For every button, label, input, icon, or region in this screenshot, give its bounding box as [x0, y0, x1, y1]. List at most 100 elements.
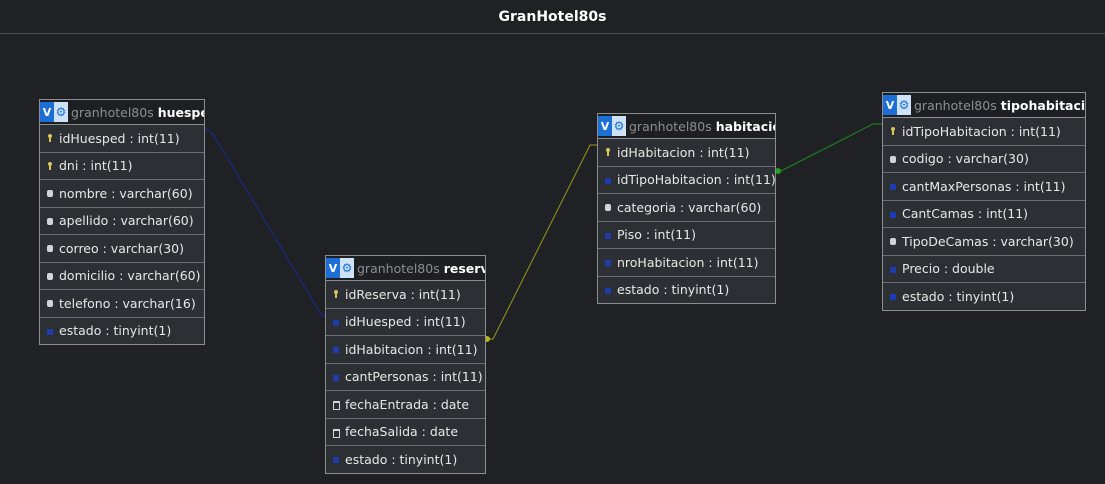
table-name: habitacion: [715, 118, 775, 134]
numeric-icon: [602, 256, 614, 268]
field-label: CantCamas : int(11): [902, 206, 1029, 222]
field-label: idHuesped : int(11): [59, 130, 180, 146]
numeric-icon: [887, 208, 899, 220]
field-icon: [44, 297, 56, 309]
field-row[interactable]: telefono : varchar(16): [40, 290, 204, 318]
field-label: cantPersonas : int(11): [345, 369, 483, 385]
diagram-title: GranHotel80s: [0, 0, 1105, 34]
numeric-icon: [602, 284, 614, 296]
view-icon: V: [883, 95, 897, 115]
field-label: nombre : varchar(60): [59, 185, 193, 201]
numeric-icon: [887, 290, 899, 302]
field-row[interactable]: categoria : varchar(60): [598, 194, 775, 222]
field-icon: [44, 215, 56, 227]
field-row[interactable]: idHabitacion : int(11): [598, 139, 775, 167]
numeric-icon: [887, 180, 899, 192]
field-icon: [602, 201, 614, 213]
field-label: TipoDeCamas : varchar(30): [902, 233, 1074, 249]
field-row[interactable]: fechaEntrada : date: [326, 391, 485, 419]
schema-name: granhotel80s: [629, 118, 712, 134]
numeric-icon: [330, 371, 342, 383]
field-row[interactable]: estado : tinyint(1): [40, 318, 204, 345]
view-icon: V: [598, 116, 612, 136]
table-name: reserva: [443, 260, 485, 276]
relation-habitacion-tipohabitacion: [776, 123, 882, 172]
table-badge-icon: V ⚙: [326, 257, 354, 279]
field-icon: [887, 235, 899, 247]
field-icon: [44, 187, 56, 199]
field-row[interactable]: nroHabitacion : int(11): [598, 249, 775, 277]
numeric-icon: [602, 174, 614, 186]
field-label: idReserva : int(11): [345, 286, 461, 302]
field-row[interactable]: domicilio : varchar(60): [40, 263, 204, 290]
relation-end-habitacion: [775, 168, 781, 174]
field-row[interactable]: TipoDeCamas : varchar(30): [883, 228, 1085, 256]
field-icon: [887, 153, 899, 165]
key-icon: [330, 288, 342, 300]
relation-reserva-habitacion: [486, 144, 597, 340]
field-row[interactable]: idHabitacion : int(11): [326, 336, 485, 364]
field-label: codigo : varchar(30): [902, 151, 1029, 167]
field-label: apellido : varchar(60): [59, 213, 194, 229]
field-row[interactable]: codigo : varchar(30): [883, 146, 1085, 173]
field-label: idHuesped : int(11): [345, 314, 466, 330]
field-row[interactable]: correo : varchar(30): [40, 235, 204, 263]
key-icon: [887, 125, 899, 137]
gear-icon: ⚙: [897, 95, 911, 115]
table-header[interactable]: V ⚙ granhotel80s reserva: [326, 256, 485, 281]
field-row[interactable]: estado : tinyint(1): [598, 277, 775, 304]
date-icon: [330, 426, 342, 438]
field-row[interactable]: idReserva : int(11): [326, 281, 485, 309]
key-icon: [44, 160, 56, 172]
field-row[interactable]: cantPersonas : int(11): [326, 364, 485, 391]
field-row[interactable]: idHuesped : int(11): [40, 125, 204, 153]
field-row[interactable]: dni : int(11): [40, 153, 204, 180]
table-huesped[interactable]: V ⚙ granhotel80s huesped idHuesped : int…: [39, 99, 205, 345]
field-row[interactable]: idTipoHabitacion : int(11): [598, 167, 776, 194]
field-row[interactable]: CantCamas : int(11): [883, 201, 1085, 228]
schema-name: granhotel80s: [914, 97, 997, 113]
numeric-icon: [330, 316, 342, 328]
field-row[interactable]: cantMaxPersonas : int(11): [883, 173, 1085, 201]
field-row[interactable]: nombre : varchar(60): [40, 180, 204, 208]
field-label: estado : tinyint(1): [59, 323, 172, 339]
table-tipohabitacion[interactable]: V ⚙ granhotel80s tipohabitacion idTipoHa…: [882, 92, 1086, 311]
field-row[interactable]: Precio : double: [883, 256, 1085, 283]
field-label: dni : int(11): [59, 158, 133, 174]
table-reserva[interactable]: V ⚙ granhotel80s reserva idReserva : int…: [325, 255, 486, 474]
field-row[interactable]: idHuesped : int(11): [326, 309, 485, 336]
table-header[interactable]: V ⚙ granhotel80s tipohabitacion: [883, 93, 1085, 118]
field-label: telefono : varchar(16): [59, 295, 196, 311]
key-icon: [602, 146, 614, 158]
table-name: huesped: [157, 104, 204, 120]
field-label: fechaSalida : date: [345, 424, 459, 440]
field-label: Precio : double: [902, 261, 995, 277]
relation-huesped-reserva: [204, 127, 326, 317]
field-label: nroHabitacion : int(11): [617, 254, 759, 270]
field-label: cantMaxPersonas : int(11): [902, 178, 1066, 194]
field-row[interactable]: fechaSalida : date: [326, 419, 485, 446]
table-header[interactable]: V ⚙ granhotel80s habitacion: [598, 114, 775, 139]
field-row[interactable]: estado : tinyint(1): [883, 283, 1085, 310]
field-label: estado : tinyint(1): [902, 288, 1015, 304]
field-row[interactable]: apellido : varchar(60): [40, 208, 204, 235]
schema-name: granhotel80s: [71, 104, 154, 120]
gear-icon: ⚙: [54, 102, 68, 122]
field-row[interactable]: Piso : int(11): [598, 222, 775, 249]
field-row[interactable]: idTipoHabitacion : int(11): [883, 118, 1085, 146]
field-label: idHabitacion : int(11): [345, 341, 478, 357]
date-icon: [330, 398, 342, 411]
field-label: estado : tinyint(1): [345, 451, 458, 467]
table-badge-icon: V ⚙: [40, 101, 68, 123]
key-icon: [44, 132, 56, 144]
field-label: idTipoHabitacion : int(11): [617, 172, 776, 188]
table-header[interactable]: V ⚙ granhotel80s huesped: [40, 100, 204, 125]
field-icon: [44, 242, 56, 254]
numeric-icon: [330, 343, 342, 355]
table-badge-icon: V ⚙: [883, 94, 911, 116]
numeric-icon: [44, 325, 56, 337]
table-habitacion[interactable]: V ⚙ granhotel80s habitacion idHabitacion…: [597, 113, 776, 304]
field-row[interactable]: estado : tinyint(1): [326, 446, 485, 473]
numeric-icon: [887, 263, 899, 275]
table-badge-icon: V ⚙: [598, 115, 626, 137]
